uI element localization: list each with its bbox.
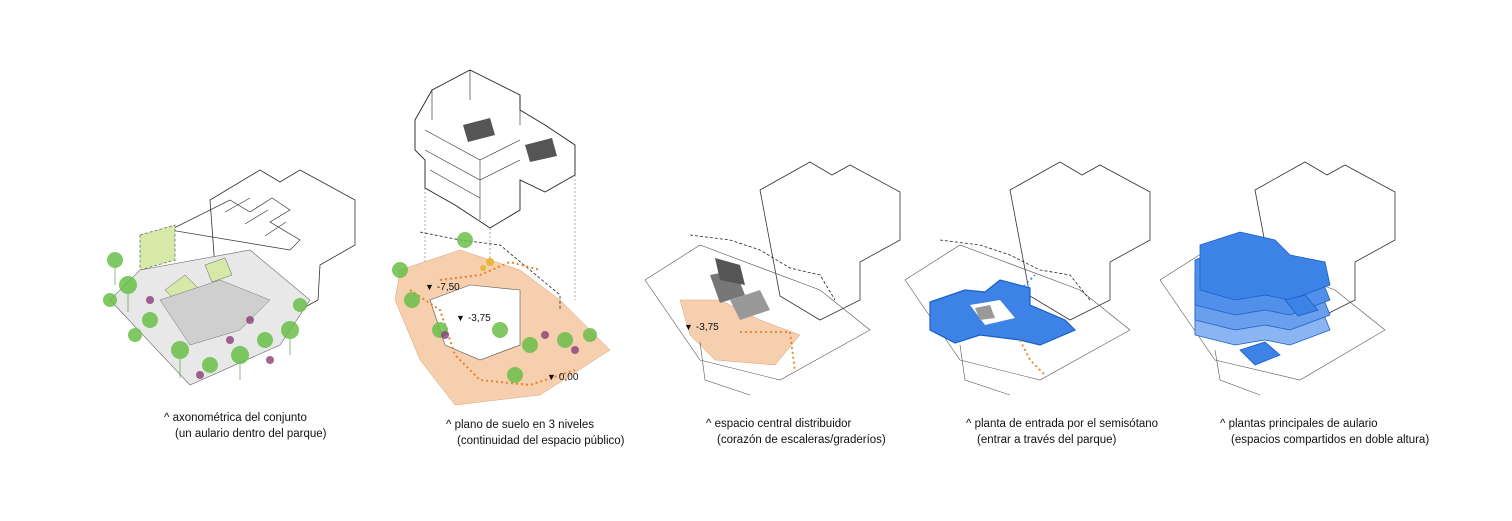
caption-central: ^ espacio central distribuidor (corazón … (706, 416, 886, 448)
caption-title: ^ plantas principales de aulario (1220, 418, 1378, 430)
caption-subtitle: (corazón de escaleras/graderíos) (717, 434, 886, 446)
caption-entrada: ^ planta de entrada por el semisótano (e… (966, 416, 1158, 448)
caption-title: ^ espacio central distribuidor (706, 418, 852, 430)
panel-suelo-drawing (392, 69, 611, 406)
level-label-0-00: ▼0,00 (547, 372, 579, 383)
panel-entrada-drawing (904, 161, 1151, 396)
caption-subtitle: (entrar a través del parque) (977, 434, 1117, 446)
panel-central-drawing (644, 161, 901, 396)
panel-conjunto-drawing (103, 169, 356, 386)
caption-subtitle: (espacios compartidos en doble altura) (1231, 434, 1430, 446)
caption-subtitle: (continuidad del espacio público) (457, 435, 625, 447)
caption-suelo: ^ plano de suelo en 3 niveles (continuid… (446, 417, 625, 449)
caption-title: ^ planta de entrada por el semisótano (966, 418, 1159, 430)
caption-conjunto: ^ axonométrica del conjunto (un aulario … (164, 410, 327, 442)
level-label-central-minus-3-75: ▼-3,75 (684, 322, 719, 333)
level-label-minus-3-75: ▼-3,75 (456, 313, 491, 324)
panel-aulario-drawing (1159, 161, 1396, 396)
caption-subtitle: (un aulario dentro del parque) (175, 428, 327, 440)
caption-title: ^ plano de suelo en 3 niveles (446, 419, 594, 431)
caption-aulario: ^ plantas principales de aulario (espaci… (1220, 416, 1429, 448)
level-label-minus-7-50: ▼-7,50 (425, 282, 460, 293)
caption-title: ^ axonométrica del conjunto (164, 412, 307, 424)
